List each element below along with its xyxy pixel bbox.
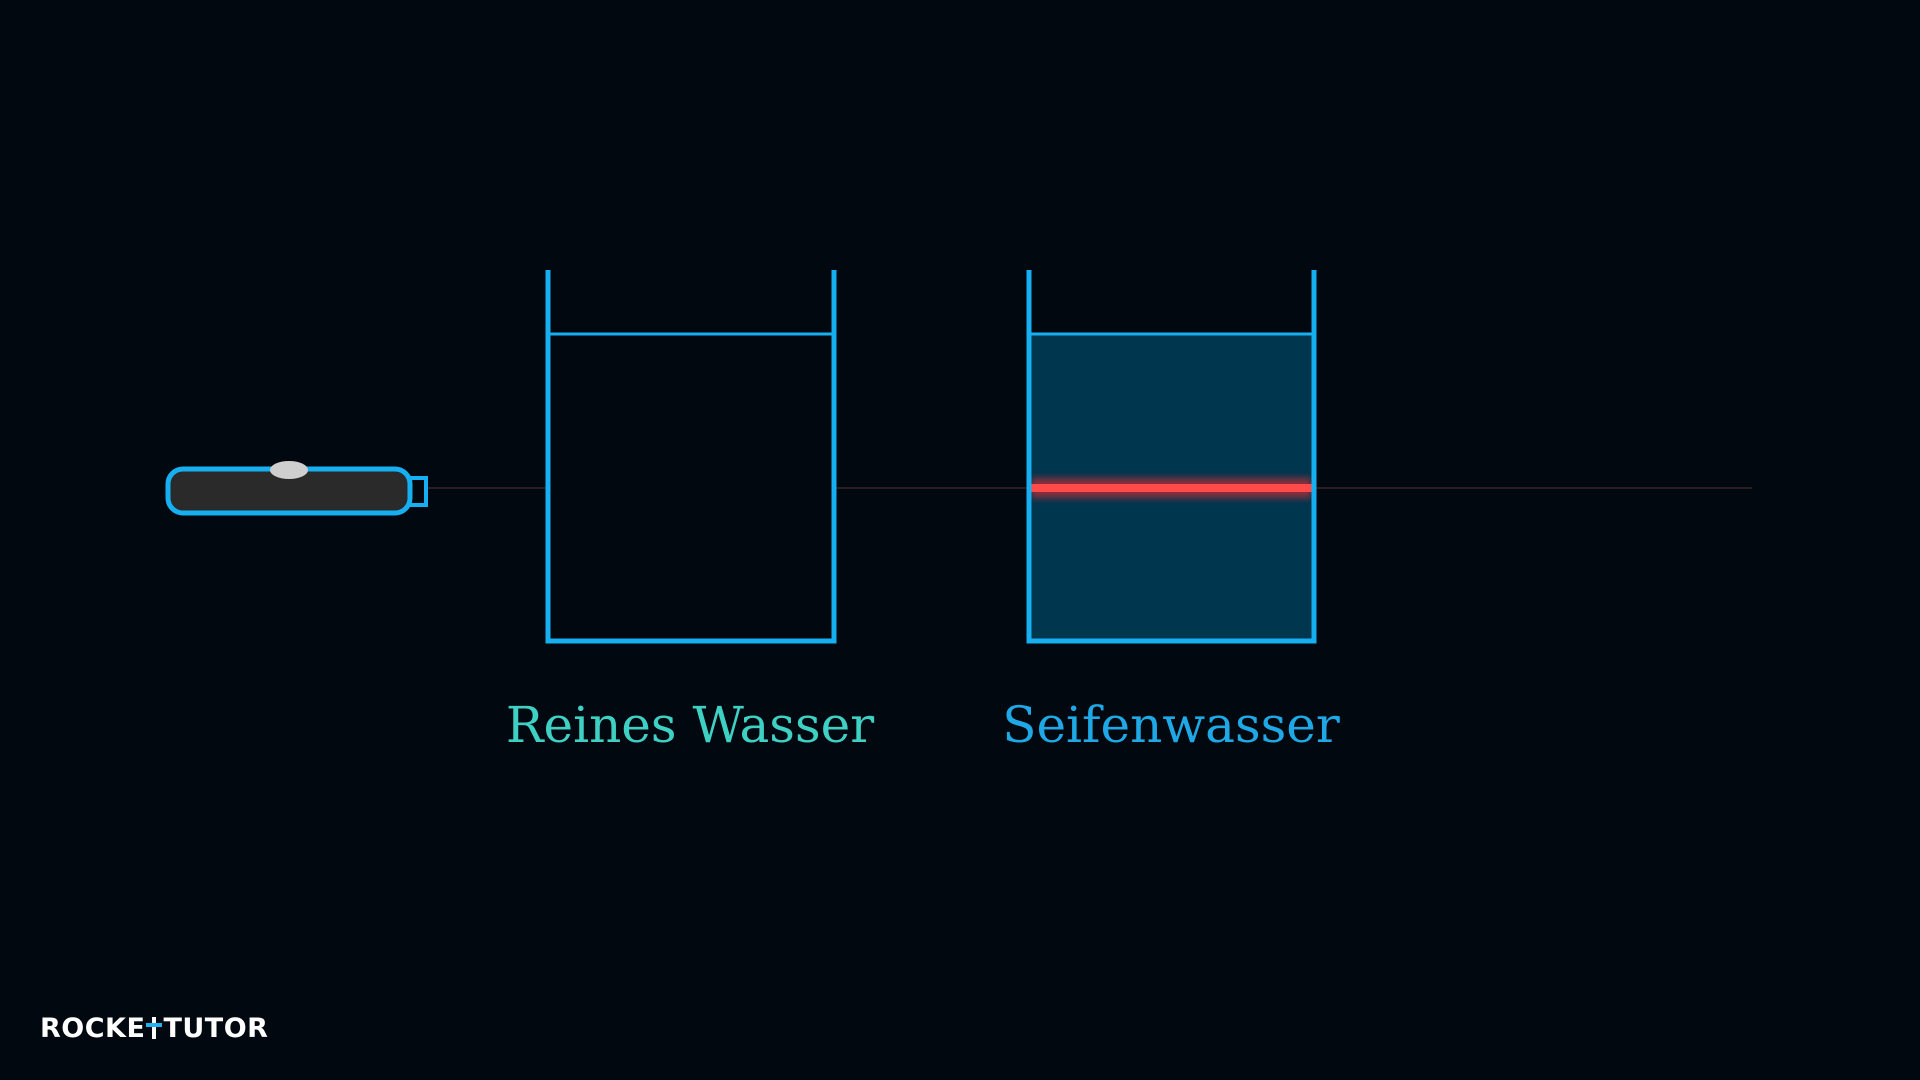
beaker-pure-water xyxy=(545,270,837,644)
beaker-pure-water-liquid xyxy=(548,334,834,640)
beaker-pure-water-outline xyxy=(545,270,837,644)
laser-beam-scattered xyxy=(1031,478,1312,498)
rockettutor-logo: ROCKE TUTOR xyxy=(40,1010,268,1046)
beaker-soap-water xyxy=(1026,270,1317,644)
logo-text-right: TUTOR xyxy=(163,1012,269,1044)
beaker-soap-water-label: Seifenwasser xyxy=(1002,696,1340,754)
logo-plus-icon xyxy=(146,1017,163,1039)
beaker-soap-water-outline xyxy=(1026,270,1317,644)
laser-pointer-icon xyxy=(165,461,428,516)
beaker-pure-water-label: Reines Wasser xyxy=(505,696,875,754)
logo-text-left: ROCKE xyxy=(40,1012,146,1044)
laser-pointer-button xyxy=(270,461,308,479)
